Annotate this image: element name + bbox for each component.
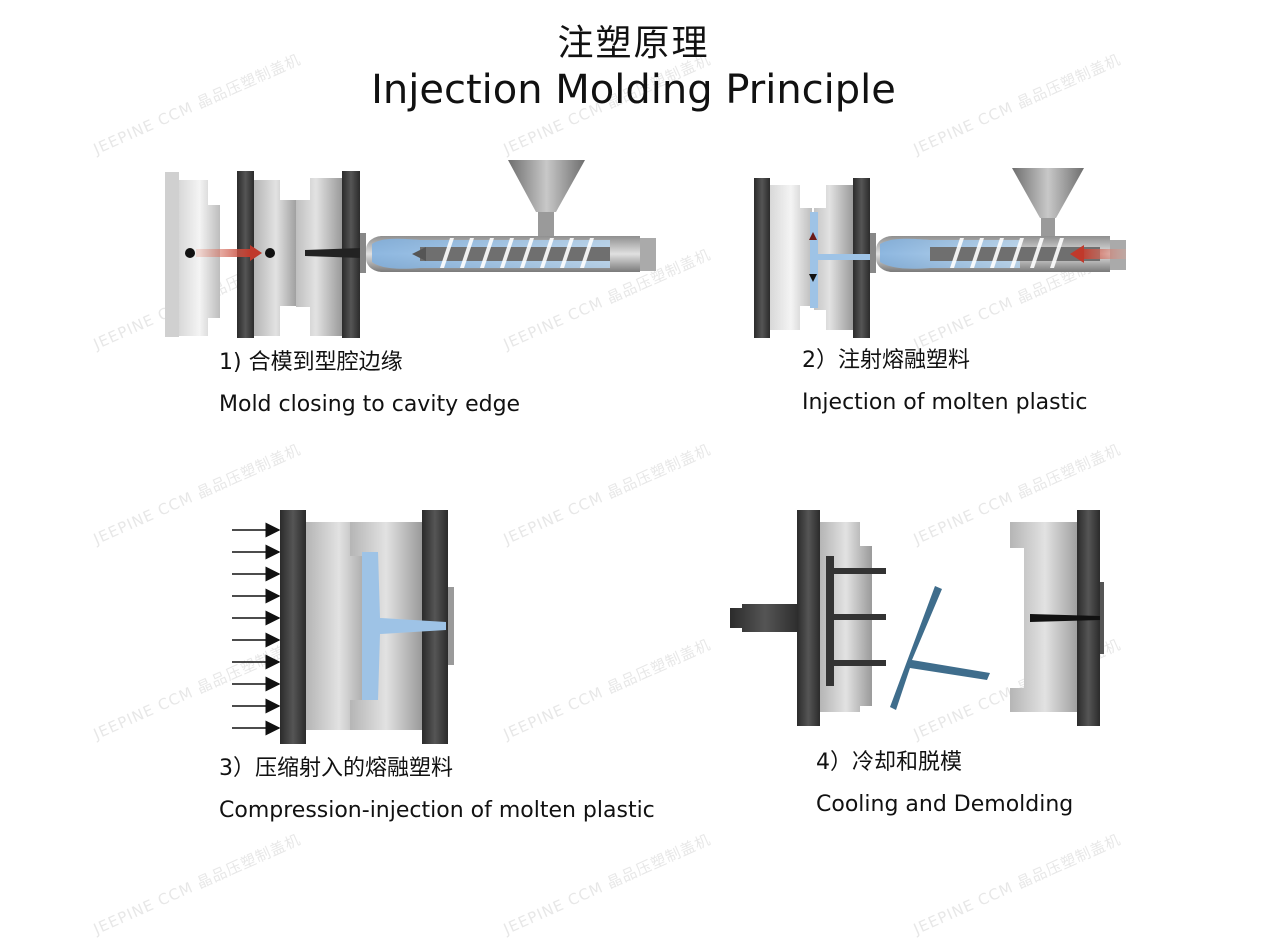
panel-1-illustration — [165, 160, 656, 338]
page-title-chinese: 注塑原理 — [557, 23, 710, 64]
step-2-label-en: Injection of molten plastic — [802, 390, 1088, 415]
step-4-caption: 4）冷却和脱模 Cooling and Demolding — [816, 748, 1073, 820]
step-3-label-cn: 3）压缩射入的熔融塑料 — [219, 756, 453, 781]
step-4-label-cn: 4）冷却和脱模 — [816, 750, 962, 775]
step-4-label-en: Cooling and Demolding — [816, 792, 1074, 817]
panel-3-illustration — [232, 510, 454, 744]
step-1-label-cn: 1) 合模到型腔边缘 — [219, 350, 403, 375]
panel-4-illustration — [730, 510, 1104, 726]
step-1-label-en: Mold closing to cavity edge — [219, 392, 521, 417]
step-1-caption: 1) 合模到型腔边缘 Mold closing to cavity edge — [219, 348, 520, 420]
step-2-caption: 2）注射熔融塑料 Injection of molten plastic — [802, 346, 1087, 418]
page-title-english: Injection Molding Principle — [371, 67, 896, 113]
panel-2-illustration — [754, 168, 1126, 338]
step-3-label-en: Compression-injection of molten plastic — [219, 798, 655, 823]
step-3-caption: 3）压缩射入的熔融塑料 Compression-injection of mol… — [219, 754, 655, 826]
step-2-label-cn: 2）注射熔融塑料 — [802, 348, 970, 373]
